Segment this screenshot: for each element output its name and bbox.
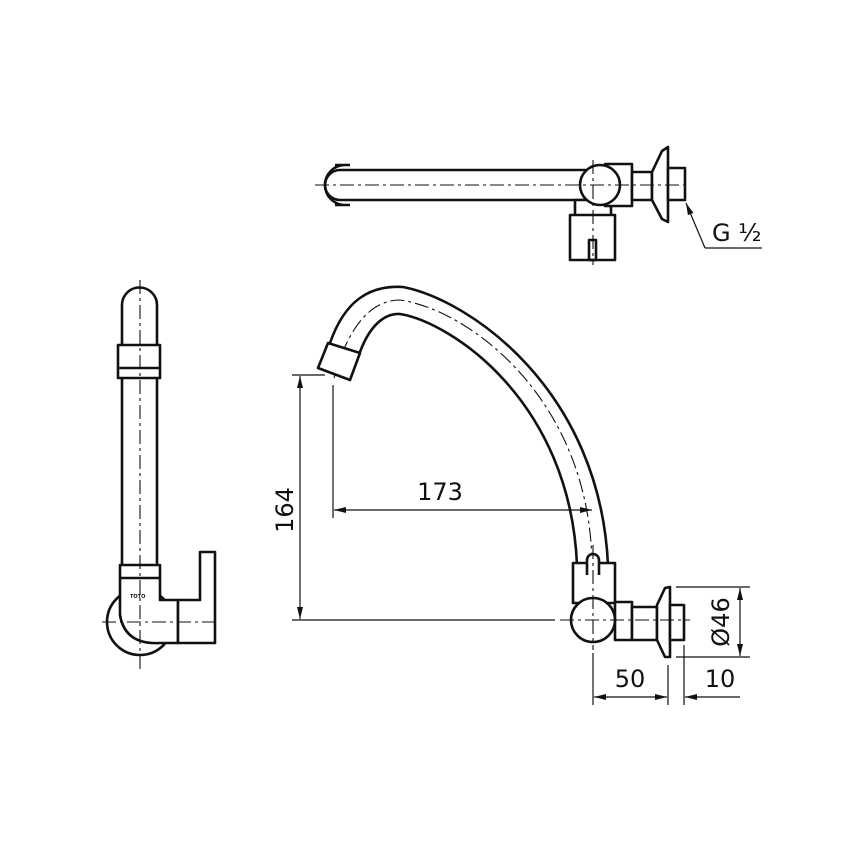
thread-label: G ½ [712, 219, 762, 247]
side-view: TOTO [102, 280, 220, 670]
brand-mark: TOTO [130, 594, 145, 600]
diameter-dimension: Ø46 [707, 597, 735, 646]
height-dimension: 164 [271, 487, 299, 533]
reach-dimension: 173 [417, 478, 463, 506]
thread-length-dimension: 10 [705, 665, 736, 693]
projection-dimension: 50 [615, 665, 646, 693]
top-view: G ½ [315, 145, 762, 265]
front-view: 164 173 Ø46 50 10 [271, 285, 750, 705]
